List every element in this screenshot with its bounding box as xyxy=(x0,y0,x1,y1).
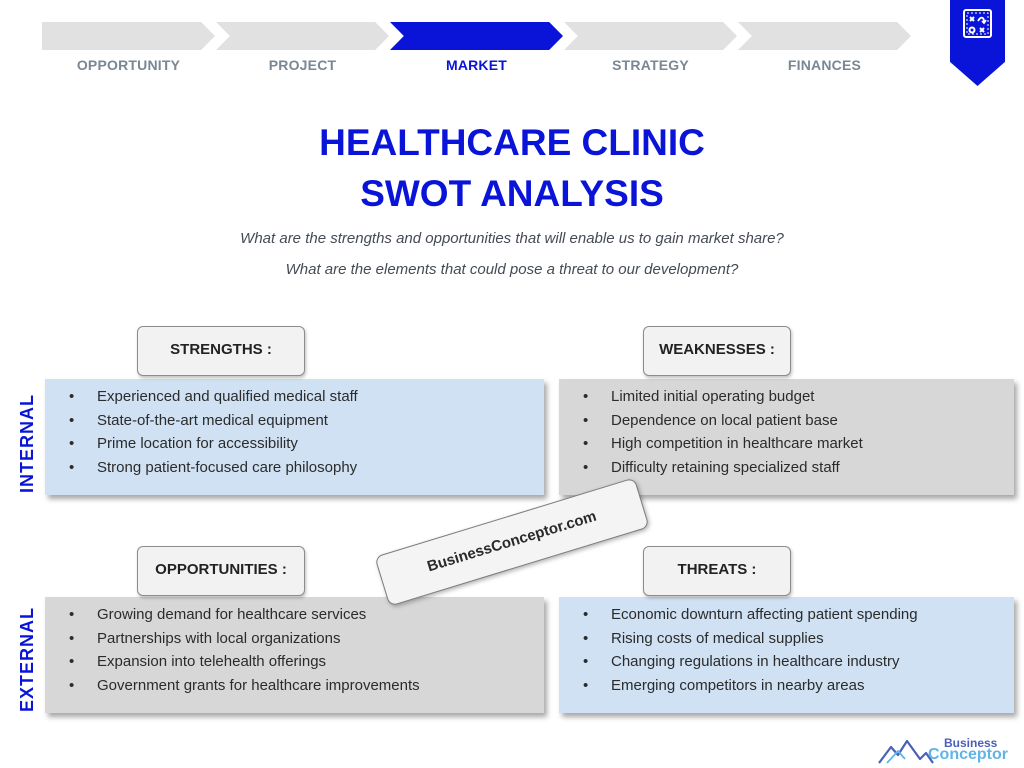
list-item: Limited initial operating budget xyxy=(569,385,1004,409)
step-project[interactable]: PROJECT xyxy=(216,22,389,78)
list-item: Prime location for accessibility xyxy=(55,432,534,456)
weaknesses-list: Limited initial operating budget Depende… xyxy=(569,385,1004,479)
list-item: Economic downturn affecting patient spen… xyxy=(569,603,1004,627)
step-chevron xyxy=(42,22,215,50)
business-conceptor-logo[interactable]: Business Conceptor xyxy=(878,735,1018,765)
step-strategy[interactable]: STRATEGY xyxy=(564,22,737,78)
step-chevron xyxy=(216,22,389,50)
logo-text-conceptor: Conceptor xyxy=(928,746,1008,763)
list-item: Changing regulations in healthcare indus… xyxy=(569,650,1004,674)
list-item: Difficulty retaining specialized staff xyxy=(569,456,1004,480)
step-chevron xyxy=(390,22,563,50)
strategy-board-icon xyxy=(963,9,992,38)
list-item: Emerging competitors in nearby areas xyxy=(569,674,1004,698)
weaknesses-header: WEAKNESSES : xyxy=(643,326,791,376)
weaknesses-box: Limited initial operating budget Depende… xyxy=(559,379,1014,495)
list-item: Experienced and qualified medical staff xyxy=(55,385,534,409)
step-label: FINANCES xyxy=(787,57,862,73)
list-item: Growing demand for healthcare services xyxy=(55,603,534,627)
opportunities-header: OPPORTUNITIES : xyxy=(137,546,305,596)
subtitle-question-1: What are the strengths and opportunities… xyxy=(240,230,784,247)
strengths-list: Experienced and qualified medical staff … xyxy=(55,385,534,479)
step-chevron xyxy=(564,22,737,50)
step-finances[interactable]: FINANCES xyxy=(738,22,911,78)
step-opportunity[interactable]: OPPORTUNITY xyxy=(42,22,215,78)
threats-header: THREATS : xyxy=(643,546,791,596)
list-item: High competition in healthcare market xyxy=(569,432,1004,456)
watermark-badge: BusinessConceptor.com xyxy=(374,477,650,607)
strengths-header: STRENGTHS : xyxy=(137,326,305,376)
threats-list: Economic downturn affecting patient spen… xyxy=(569,603,1004,697)
step-label: MARKET xyxy=(445,57,508,73)
list-item: Rising costs of medical supplies xyxy=(569,627,1004,651)
opportunities-box: Growing demand for healthcare services P… xyxy=(45,597,544,713)
title-line-1: HEALTHCARE CLINIC xyxy=(319,122,705,163)
title-line-2: SWOT ANALYSIS xyxy=(360,173,664,214)
step-label: PROJECT xyxy=(268,57,337,73)
progress-steps: OPPORTUNITY PROJECT MARKET STRATEGY FINA… xyxy=(42,22,922,82)
strengths-box: Experienced and qualified medical staff … xyxy=(45,379,544,495)
side-label-external: EXTERNAL xyxy=(17,606,37,712)
side-label-internal: INTERNAL xyxy=(17,394,37,493)
subtitle-question-2: What are the elements that could pose a … xyxy=(285,261,739,278)
logo-text-business: Business xyxy=(944,736,998,750)
list-item: Expansion into telehealth offerings xyxy=(55,650,534,674)
step-label: OPPORTUNITY xyxy=(76,57,181,73)
threats-box: Economic downturn affecting patient spen… xyxy=(559,597,1014,713)
page-title: HEALTHCARE CLINIC SWOT ANALYSIS xyxy=(0,117,1024,219)
list-item: Strong patient-focused care philosophy xyxy=(55,456,534,480)
bookmark-badge xyxy=(950,0,1005,86)
list-item: State-of-the-art medical equipment xyxy=(55,409,534,433)
step-chevron xyxy=(738,22,911,50)
step-market[interactable]: MARKET xyxy=(390,22,563,78)
list-item: Dependence on local patient base xyxy=(569,409,1004,433)
step-label: STRATEGY xyxy=(612,57,689,73)
mountain-logo-icon xyxy=(878,739,934,764)
opportunities-list: Growing demand for healthcare services P… xyxy=(55,603,534,697)
list-item: Partnerships with local organizations xyxy=(55,627,534,651)
list-item: Government grants for healthcare improve… xyxy=(55,674,534,698)
